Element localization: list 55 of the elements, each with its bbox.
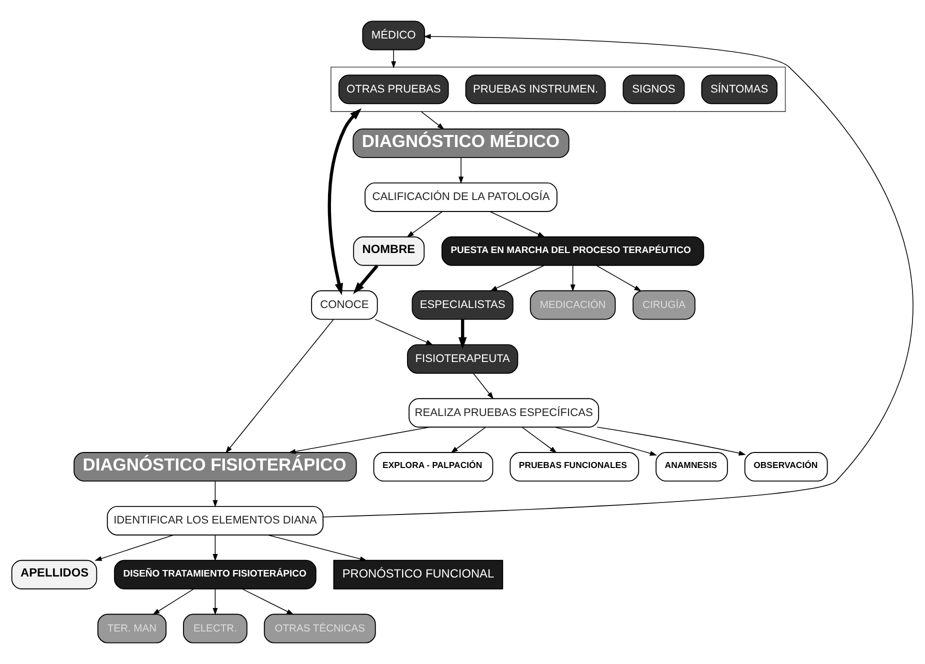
node-box: APELLIDOS: [11, 560, 98, 590]
node-box: DISEÑO TRATAMIENTO FISIOTERÁPICO: [114, 560, 316, 590]
arrow: [328, 108, 362, 296]
arrow: [152, 588, 194, 615]
node-box: OBSERVACIÓN: [744, 452, 828, 482]
arrow: [374, 319, 434, 346]
node-box: DIAGNÓSTICO FISIOTERÁPICO: [74, 452, 357, 482]
node-box: TER. MAN: [97, 614, 167, 644]
arrow: [322, 34, 914, 518]
arrow: [596, 426, 746, 456]
arrow: [212, 534, 218, 562]
node-box: MEDICACIÓN: [530, 290, 616, 320]
node-box: ANAMNESIS: [656, 452, 728, 482]
arrow: [596, 265, 642, 292]
arrow: [288, 426, 430, 454]
node-box: FISIOTERAPEUTA: [407, 344, 518, 374]
arrow: [406, 211, 442, 238]
arrow: [570, 265, 576, 292]
node-box: REALIZA PRUEBAS ESPECÍFICAS: [408, 398, 600, 428]
cluster: [330, 66, 786, 112]
arrow: [458, 320, 467, 350]
node-box: PRONÓSTICO FUNCIONAL: [333, 560, 504, 590]
node-box: CONOCE: [311, 290, 378, 320]
node-box: ESPECIALISTAS: [412, 290, 514, 320]
node-box: CALIFICACIÓN DE LA PATOLOGÍA: [364, 182, 558, 212]
arrow: [391, 50, 396, 68]
node-box: PRUEBAS INSTRUMEN.: [465, 74, 606, 104]
node-box: IDENTIFICAR LOS ELEMENTOS DIANA: [106, 506, 324, 536]
arrow: [353, 264, 378, 294]
arrow: [242, 588, 294, 615]
arrow: [94, 534, 174, 561]
arrow: [555, 426, 658, 456]
node-box: CIRUGÍA: [632, 290, 696, 320]
arrow: [473, 373, 494, 400]
arrow: [267, 534, 368, 562]
node-box: PUESTA EN MARCHA DEL PROCESO TERAPÉUTICO: [442, 236, 704, 266]
node-box: SÍNTOMAS: [701, 74, 778, 104]
node-box: DIAGNÓSTICO MÉDICO: [352, 128, 570, 158]
arrow: [225, 319, 334, 454]
node-box: NOMBRE: [353, 236, 425, 266]
node-box: OTRAS TÉCNICAS: [264, 614, 376, 644]
arrow: [212, 588, 218, 616]
arrow: [212, 480, 218, 508]
arrow: [522, 427, 557, 454]
arrow: [450, 427, 486, 454]
node-box: PRUEBAS FUNCIONALES: [510, 452, 640, 482]
arrow: [458, 157, 464, 184]
node-box: OTRAS PRUEBAS: [338, 74, 449, 104]
arrow: [420, 111, 444, 130]
arrow: [490, 265, 545, 292]
node-box: SIGNOS: [622, 74, 685, 104]
arrow: [490, 211, 545, 238]
node-box: EXPLORA - PALPACIÓN: [373, 452, 494, 482]
node-box: MÉDICO: [362, 20, 426, 50]
node-box: ELECTR.: [183, 614, 248, 644]
